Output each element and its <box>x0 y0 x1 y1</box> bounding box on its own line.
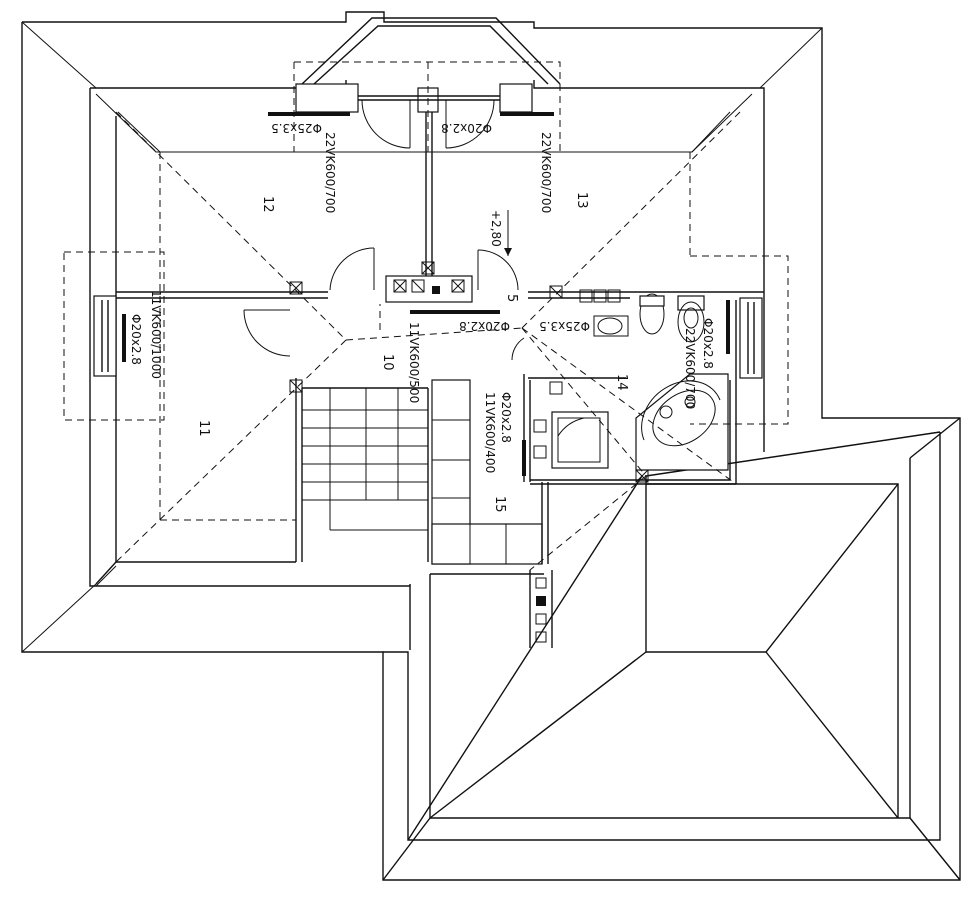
doors <box>243 99 525 361</box>
technical-labels: 22VK600/700 22VK600/700 11VK600/1000 11V… <box>129 121 715 473</box>
room-number-13: 13 <box>574 192 589 209</box>
vent-boxes <box>289 261 649 648</box>
room-number-10: 10 <box>380 354 395 371</box>
room-number-15: 15 <box>492 496 507 513</box>
staircase <box>302 387 429 562</box>
dashed-lines <box>63 61 789 571</box>
heater-label-15: 11VK600/400 <box>483 392 497 473</box>
room-number-14: 14 <box>614 374 629 391</box>
heater-label-10: 11VK600/500 <box>407 322 421 403</box>
bathroom-fixtures <box>533 289 729 471</box>
room-number-12: 12 <box>260 196 275 213</box>
heater-label-12: 22VK600/700 <box>323 132 337 213</box>
walls <box>93 83 764 565</box>
room-labels: 12 13 11 10 14 15 5 <box>196 192 629 513</box>
bay-window <box>301 17 561 85</box>
pipe-label-top-left: Φ25x3.5 <box>271 121 322 135</box>
heater-label-13: 22VK600/700 <box>539 132 553 213</box>
pipe-label-right: Φ20x2.8 <box>701 318 715 369</box>
roof-ridges <box>95 93 753 587</box>
pipe-label-15: Φ20x2.8 <box>499 392 513 443</box>
pipe-label-top-mid: Φ20x2.8 <box>441 121 492 135</box>
level-label: +2,80 <box>489 210 503 247</box>
radiators <box>122 112 730 476</box>
pipe-label-mid-a: Φ20x2.8 <box>459 319 510 333</box>
room-number-11: 11 <box>196 420 211 437</box>
pipe-label-left: Φ20x2.8 <box>129 314 143 365</box>
pipe-label-mid-b: Φ25x3.5 <box>539 319 590 333</box>
heater-label-14: 22VK600/700 <box>683 328 697 409</box>
room-number-5: 5 <box>504 294 519 302</box>
heater-label-11: 11VK600/1000 <box>149 290 163 379</box>
